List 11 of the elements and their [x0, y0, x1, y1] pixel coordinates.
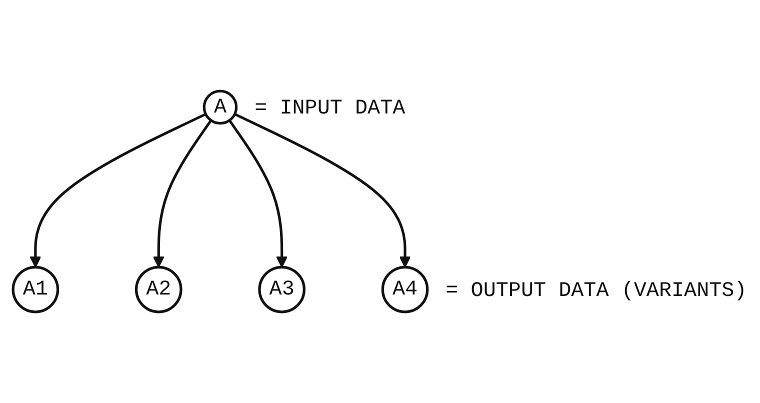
arrow — [234, 112, 411, 268]
node-circle: A4 — [381, 266, 429, 314]
node-circle: A3 — [258, 266, 306, 314]
arrow — [30, 112, 206, 268]
node-circle: A1 — [12, 266, 60, 314]
arrow — [152, 120, 212, 268]
node-caption: = INPUT DATA — [254, 98, 406, 121]
node-circle: A — [202, 90, 238, 125]
arrow — [228, 120, 288, 268]
node-caption: = OUTPUT DATA (VARIANTS) — [446, 280, 747, 304]
node-circle: A2 — [134, 266, 182, 314]
